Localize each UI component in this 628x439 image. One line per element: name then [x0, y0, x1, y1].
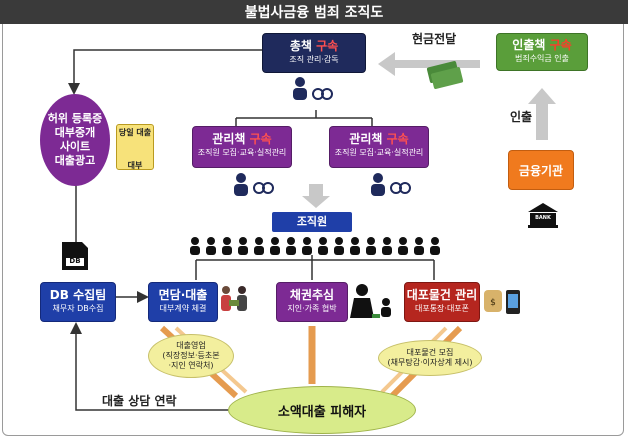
boss-arrest-badge: 구속 [316, 39, 339, 53]
db-document-icon [62, 242, 88, 270]
page-title: 불법사금융 범죄 조직도 [244, 5, 384, 21]
boss-desc: 조직 관리·감독 [289, 55, 339, 64]
fake-ad-line: 대부중개 [54, 126, 96, 139]
people-row-icon [190, 237, 440, 255]
interview-illustration-icon [221, 286, 247, 311]
fake-ad-circle: 허위 등록증 대부중개 사이트 대출광고 [40, 94, 110, 186]
manager-role: 관리책 [212, 132, 246, 146]
same-day-loan-sticker: 당일 대출 대부 [116, 124, 154, 170]
team-desc: 대포통장·대포폰 [414, 304, 470, 313]
note-line: 대출영업 [176, 341, 206, 350]
note-line: (채무탕감·이자상계 제시) [387, 358, 473, 367]
boss-box: 총책 구속 조직 관리·감독 [262, 33, 366, 73]
team-db-collection: DB 수집팀 채무자 DB수집 [40, 282, 116, 322]
note-line: ·지인 연락처) [168, 361, 214, 370]
arrow-cash-delivery [378, 52, 480, 76]
handcuff-person-icon [293, 77, 333, 100]
manager-desc: 조직원 모집·교육·실적관리 [334, 148, 424, 157]
manager-arrest-badge: 구속 [386, 132, 409, 146]
fake-ad-line: 허위 등록증 [47, 112, 103, 125]
bank-icon-text: BANK [535, 215, 551, 221]
phone-icon [506, 290, 520, 314]
note-line: (직장정보·등초본 [162, 351, 220, 360]
cash-in-role: 인출책 [512, 38, 546, 52]
withdraw-label: 인출 [510, 110, 533, 124]
team-desc: 대부계약 체결 [159, 304, 207, 313]
team-title: 대포물건 관리 [406, 288, 478, 302]
manager-role: 관리책 [349, 132, 383, 146]
note-line: 대포물건 모집 [406, 348, 454, 357]
svg-text:$: $ [490, 298, 496, 308]
team-title: DB 수집팀 [49, 288, 107, 302]
org-member-box: 조직원 [272, 212, 352, 232]
fake-ad-line: 대출광고 [54, 154, 96, 167]
arrow-withdraw [528, 88, 556, 140]
bank-icon [528, 203, 558, 228]
bank-box: 금융기관 [508, 150, 574, 190]
team-desc: 지인·가족 협박 [287, 304, 337, 313]
title-bar [0, 0, 628, 24]
team-title: 채권추심 [289, 288, 335, 302]
manager-box-2: 관리책 구속 조직원 모집·교육·실적관리 [329, 126, 429, 168]
cash-in-arrest-badge: 구속 [549, 38, 572, 52]
team-title: 면담·대출 [158, 288, 208, 302]
victim-ellipse: 소액대출 피해자 [228, 386, 416, 434]
manager-arrest-badge: 구속 [249, 132, 272, 146]
fake-ad-line: 사이트 [59, 140, 91, 153]
cash-in-box: 인출책 구속 범죄수익금 인출 [496, 33, 588, 71]
db-icon-label: DB [69, 257, 81, 265]
manager-box-1: 관리책 구속 조직원 모집·교육·실적관리 [192, 126, 292, 168]
team-fake-goods: 대포물건 관리 대포통장·대포폰 [404, 282, 480, 322]
team-desc: 채무자 DB수집 [52, 304, 104, 313]
handcuff-person-icon [371, 173, 411, 196]
loan-consult-label: 대출 상담 연락 [102, 394, 177, 408]
cash-icon [426, 61, 464, 89]
cash-delivery-label: 현금전달 [412, 32, 457, 46]
manager-desc: 조직원 모집·교육·실적관리 [197, 148, 287, 157]
sticker-line1: 당일 대출 [118, 128, 152, 137]
arrow-victim-to-db [70, 322, 228, 411]
sticker-line2: 대부 [127, 161, 143, 170]
team-interview-loan: 면담·대출 대부계약 체결 [148, 282, 218, 322]
fake-goods-note: 대포물건 모집 (채무탕감·이자상계 제시) [378, 340, 482, 376]
money-bag-icon: $ [484, 290, 502, 312]
debt-collection-illustration-icon [350, 284, 391, 318]
boss-role: 총책 [289, 39, 312, 53]
arrow-managers-to-members [302, 184, 330, 208]
handcuff-person-icon [234, 173, 274, 196]
team-debt-collection: 채권추심 지인·가족 협박 [276, 282, 348, 322]
loan-sales-note: 대출영업 (직장정보·등초본 ·지인 연락처) [148, 334, 234, 378]
cash-in-desc: 범죄수익금 인출 [514, 54, 570, 63]
arrow-boss-to-ad [68, 49, 262, 95]
